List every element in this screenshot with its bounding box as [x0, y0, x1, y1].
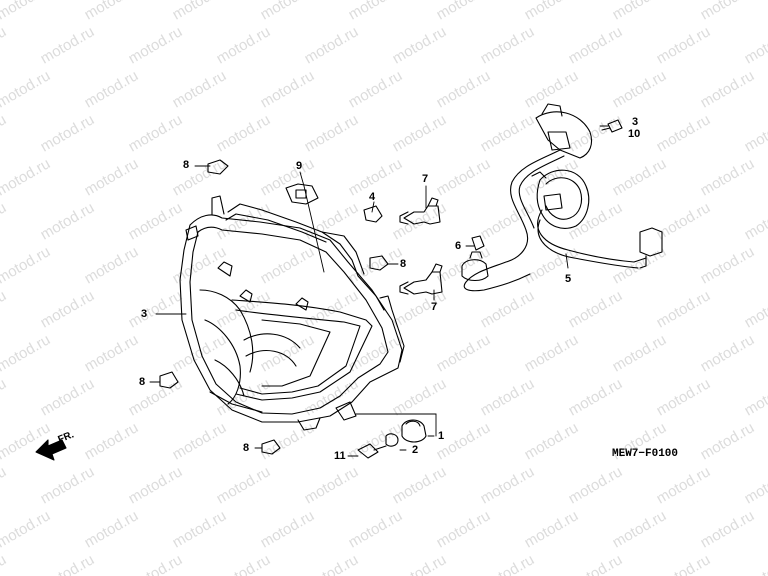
nut-8-left [159, 371, 179, 389]
callout-7-upper: 7 [422, 173, 429, 185]
nut-8-mid [369, 255, 389, 271]
callout-8-left: 8 [139, 376, 146, 388]
clip-9 [285, 183, 319, 205]
callout-3-top: 3 [632, 116, 639, 128]
socket-cover-lower [531, 169, 590, 229]
wire-harness [463, 149, 663, 292]
callout-3-left: 3 [141, 308, 148, 320]
callout-4: 4 [369, 191, 376, 203]
screw-3-10 [601, 119, 623, 133]
callout-8-upper: 8 [183, 159, 190, 171]
collar-2 [385, 433, 399, 447]
headlight-housing [179, 195, 405, 431]
callout-5: 5 [565, 273, 572, 285]
callout-8-lower: 8 [243, 442, 250, 454]
leader-lines [149, 125, 609, 457]
callout-9: 9 [296, 160, 303, 172]
clip-4 [363, 205, 383, 223]
callout-7-lower: 7 [431, 301, 438, 313]
bulb-lower [399, 263, 443, 295]
nut-8-upper [207, 159, 229, 175]
callout-2: 2 [412, 444, 419, 456]
diagram-code: MEW7−F0100 [612, 448, 679, 460]
nut-8-lower [261, 439, 281, 455]
front-direction-arrow-icon [35, 439, 67, 461]
bulb-upper [399, 197, 441, 225]
watermark-text: motod.ru [0, 551, 9, 576]
callout-8-mid: 8 [400, 258, 407, 270]
grommet-6 [471, 235, 485, 251]
callout-11: 11 [334, 450, 346, 462]
socket-cover-upper [535, 103, 593, 159]
rubber-cap [461, 251, 489, 282]
bolt-11 [357, 443, 387, 459]
callout-10: 10 [628, 128, 641, 140]
grommet-1 [401, 419, 427, 443]
callout-6: 6 [455, 240, 462, 252]
callout-1: 1 [438, 430, 445, 442]
